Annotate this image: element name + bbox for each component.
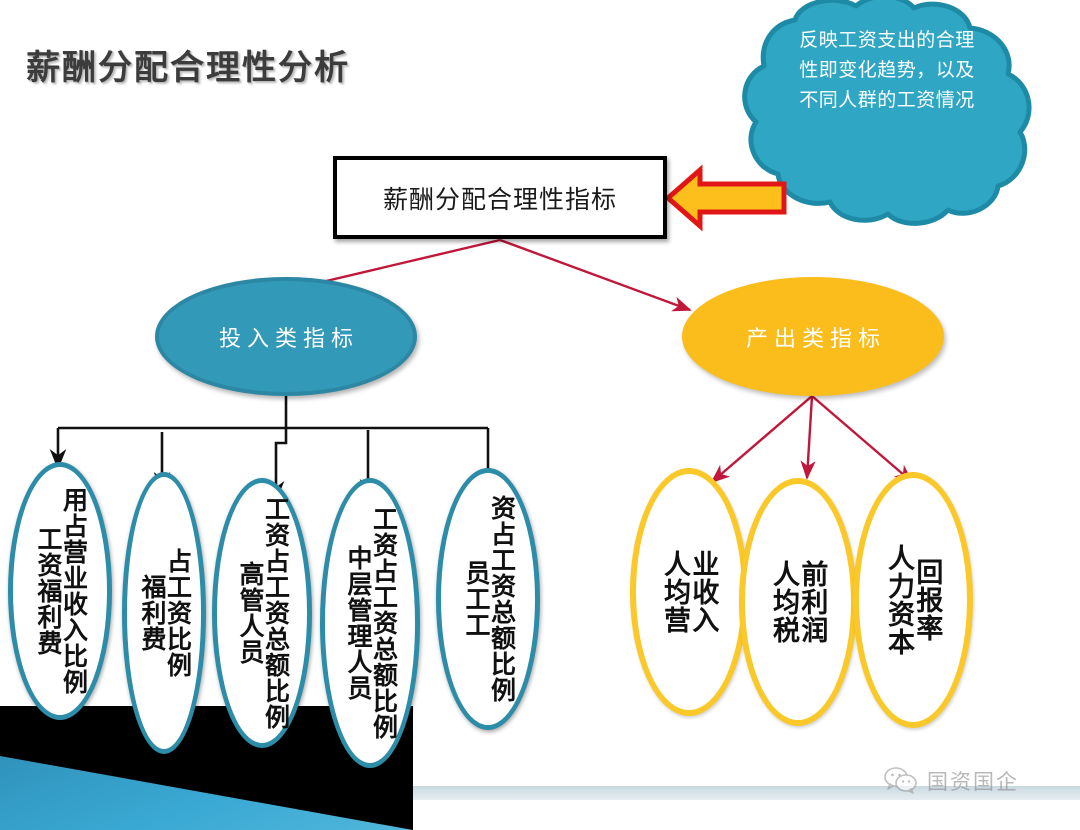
branch-node-output[interactable]: 产出类指标 [682,277,944,396]
wechat-account-label: 国资国企 [927,771,1019,794]
leaf-label-output-1-col-left: 业收入 [688,550,719,634]
leaf-label-input-1-col-left: 用占营业收入比例 [59,487,87,695]
leaf-label-input-1-col-right: 工资福利费 [34,526,61,656]
leaf-node-input-5[interactable]: 员工工 资占工资总额比例 [436,468,540,730]
leaf-label-output-3-col-right: 人力资本 [884,544,914,656]
root-indicator-label: 薪酬分配合理性指标 [382,185,617,214]
output-branch-arrows [710,395,914,484]
input-branch-connectors [49,396,497,502]
leaf-node-output-3[interactable]: 人力资本 回报率 [853,472,973,728]
branch-node-input[interactable]: 投入类指标 [155,277,417,396]
leaf-node-input-1[interactable]: 工资福利费 用占营业收入比例 [8,462,112,720]
branch-label-output: 产出类指标 [745,325,886,351]
wechat-footer: 国资国企 [884,766,1019,796]
page-title: 薪酬分配合理性分析 [26,49,350,87]
leaf-node-input-4[interactable]: 中层管理人员 工资占工资总额比例 [320,478,420,768]
leaf-node-output-1[interactable]: 人均营 业收入 [630,468,748,716]
leaf-label-input-4-col-left: 工资占工资总额比例 [369,506,397,740]
leaf-node-output-2[interactable]: 人均税 前利润 [739,478,857,726]
leaf-label-output-3-col-left: 回报率 [912,558,943,642]
branch-label-input: 投入类指标 [218,325,359,351]
leaf-label-input-2-col-left: 占工资比例 [163,548,191,678]
callout-arrow-icon [664,164,787,232]
leaf-label-output-2-col-right: 人均税 [769,560,799,644]
cloud-note-text: 反映工资支出的合理性即变化趋势，以及不同人群的工资情况 [799,30,975,111]
leaf-label-input-3-col-right: 高管人员 [236,561,263,665]
leaf-label-output-1-col-right: 人均营 [660,550,690,634]
root-indicator-box[interactable]: 薪酬分配合理性指标 [333,156,667,239]
wechat-icon [884,767,917,794]
leaf-label-output-2-col-left: 前利润 [797,560,828,644]
leaf-label-input-5-col-right: 员工工 [462,560,489,638]
leaf-node-input-3[interactable]: 高管人员 工资占工资总额比例 [212,478,312,748]
leaf-label-input-2-col-right: 福利费 [138,574,165,652]
leaf-label-input-4-col-right: 中层管理人员 [344,545,371,701]
leaf-label-input-3-col-left: 工资占工资总额比例 [261,496,289,730]
leaf-label-input-5-col-left: 资占工资总额比例 [487,495,515,703]
leaf-node-input-2[interactable]: 福利费 占工资比例 [122,472,206,754]
